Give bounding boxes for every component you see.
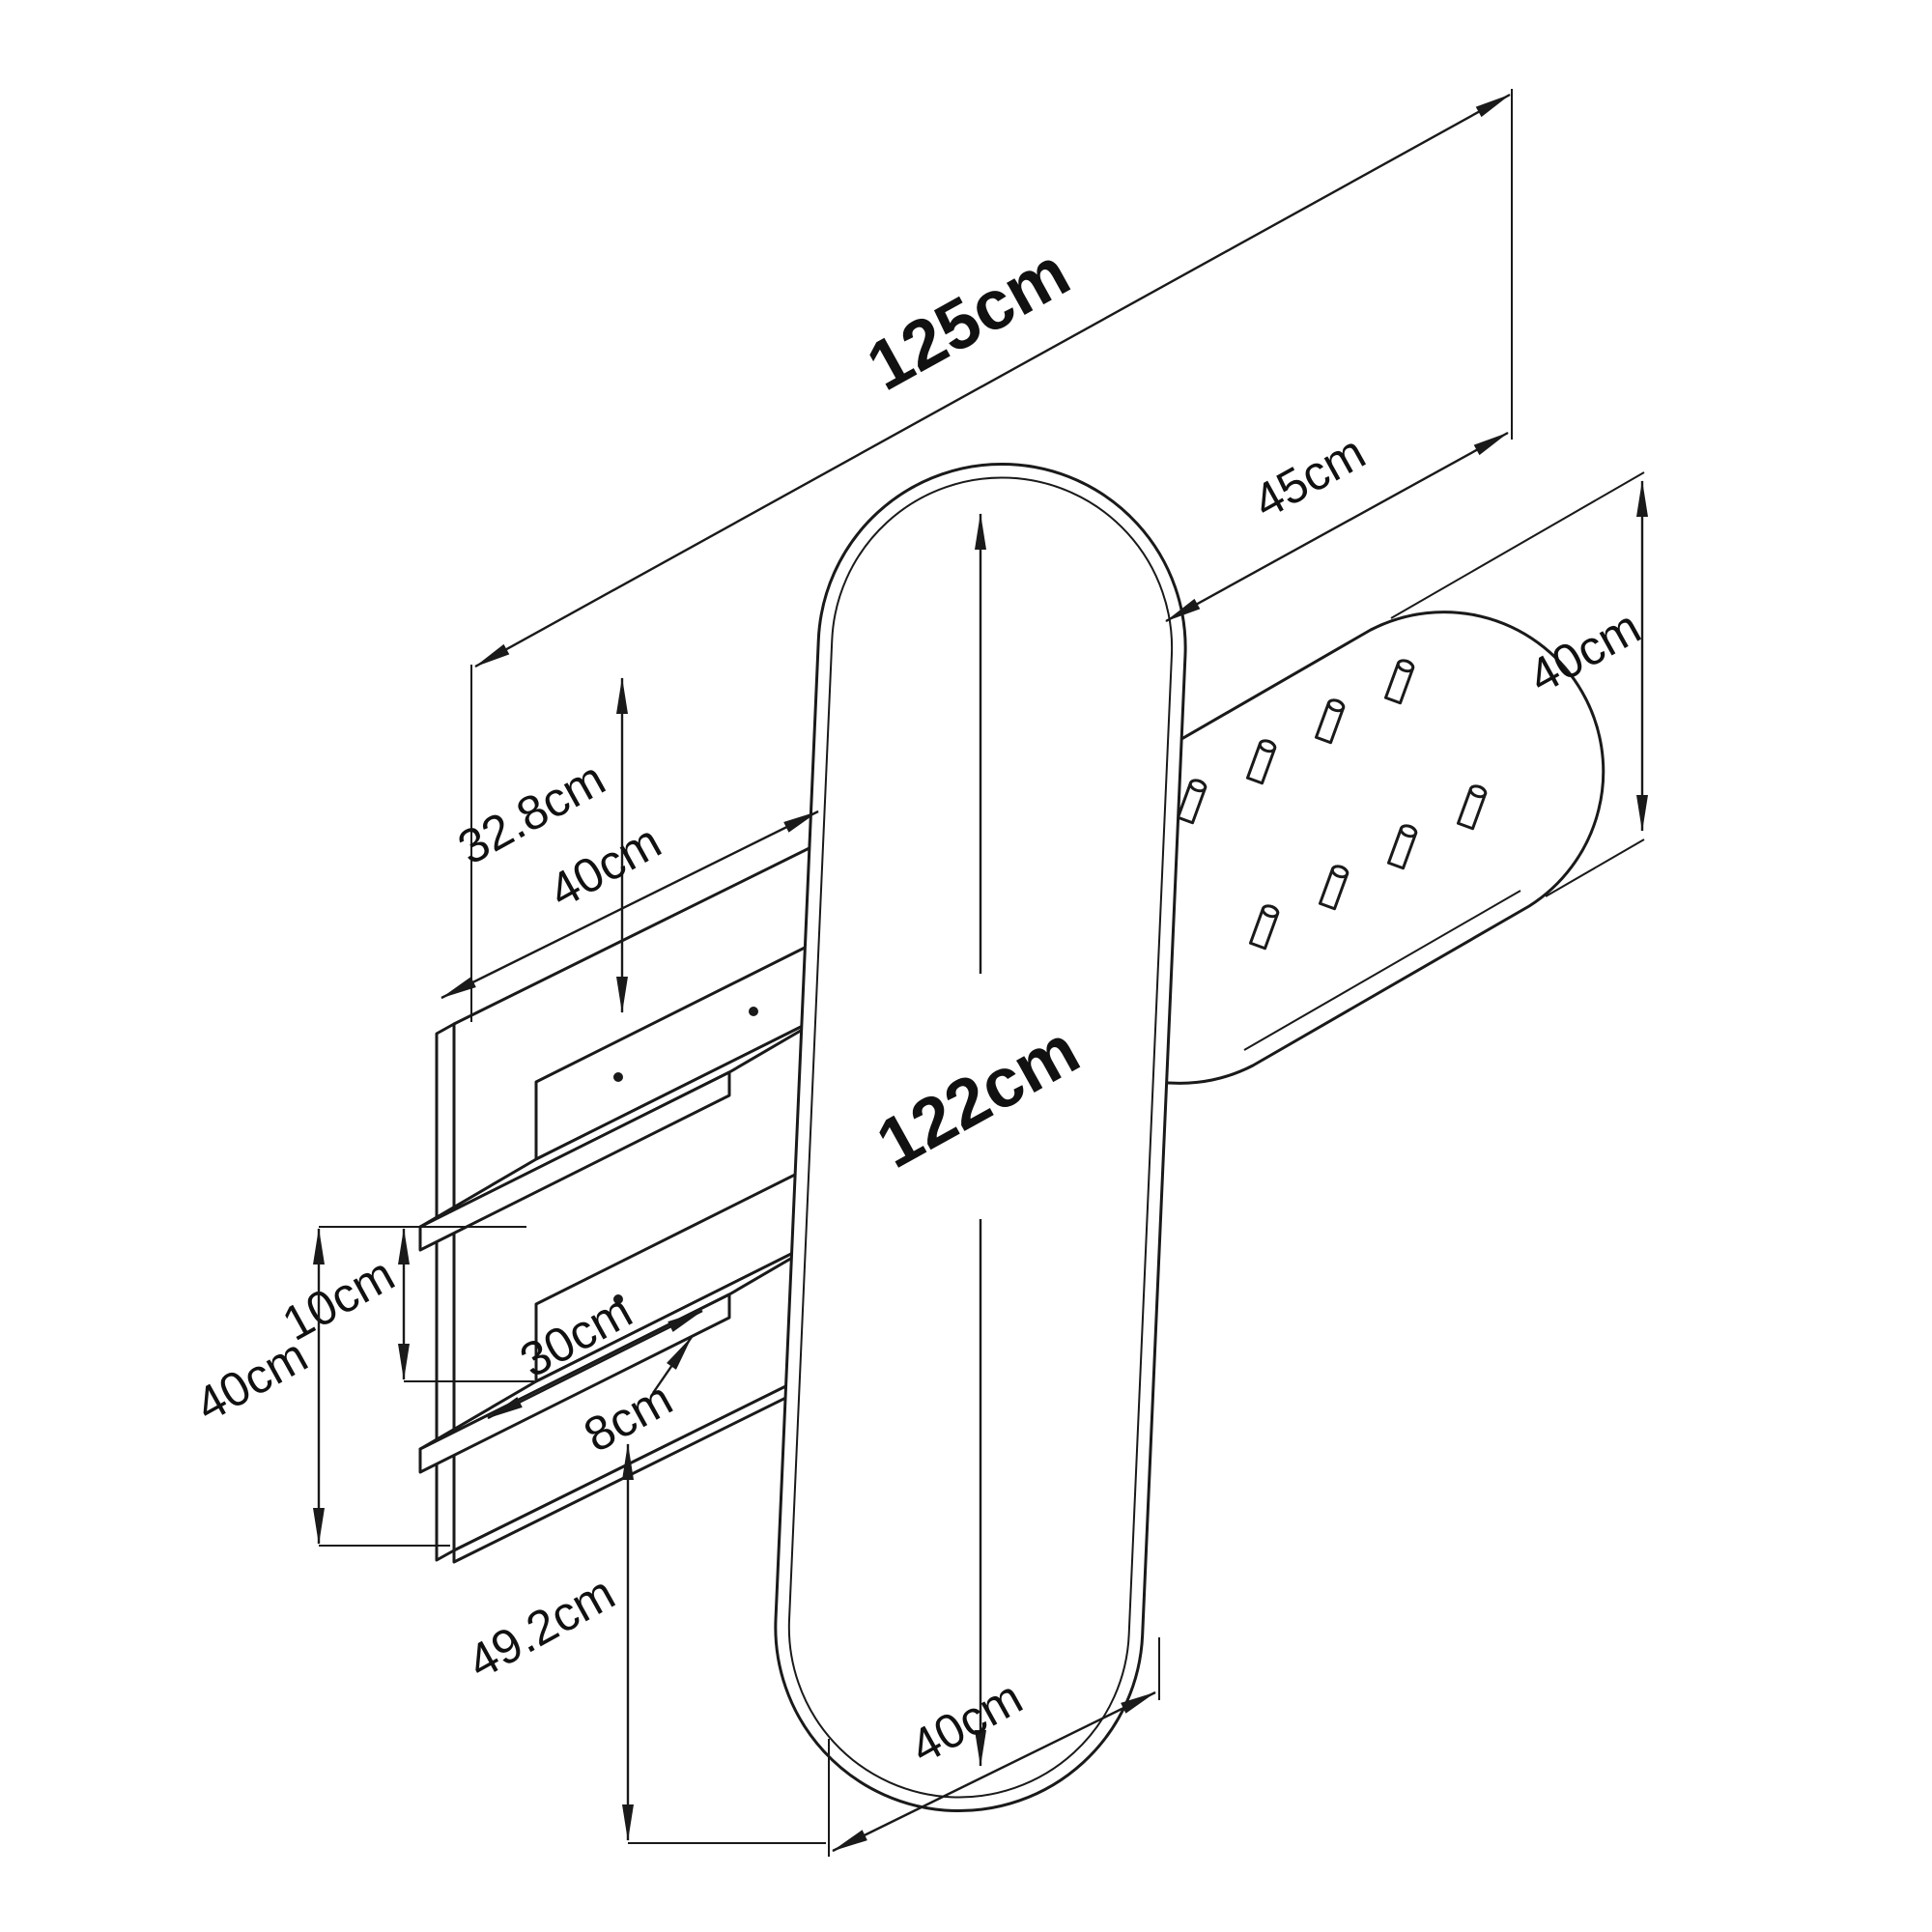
dim-line-hook-panel-width bbox=[1165, 431, 1509, 623]
hook-peg bbox=[1245, 739, 1277, 785]
screw-dot bbox=[613, 1294, 623, 1304]
extension-line bbox=[1545, 838, 1645, 897]
dim-label-hook-panel-width: 45cm bbox=[1244, 425, 1374, 529]
dim-label-back-panel-height: 40cm bbox=[186, 1328, 316, 1433]
dim-line-shelf-width bbox=[487, 1309, 703, 1420]
leader-line-shelf-depth bbox=[652, 1336, 693, 1394]
hook-panel-edge-line bbox=[1243, 890, 1521, 1051]
back-panel-group bbox=[418, 836, 847, 1564]
dim-line-back-panel-width bbox=[440, 810, 819, 1000]
hook-peg bbox=[1176, 779, 1208, 825]
screw-dot bbox=[749, 1007, 758, 1016]
hook-peg bbox=[1248, 904, 1280, 951]
hook-peg bbox=[1318, 865, 1350, 911]
dim-label-shelf-to-bottom: 49.2cm bbox=[459, 1565, 624, 1689]
hook-peg bbox=[1456, 784, 1488, 831]
dim-label-back-panel-width: 40cm bbox=[540, 814, 669, 919]
hook-peg bbox=[1314, 698, 1346, 745]
extension-line bbox=[1390, 471, 1645, 619]
hook-peg bbox=[1386, 824, 1418, 870]
dim-line-overall-width bbox=[474, 93, 1511, 668]
screw-dot bbox=[613, 1072, 623, 1082]
back-panel-left-edge bbox=[435, 1022, 456, 1562]
dim-label-hook-panel-height: 40cm bbox=[1520, 600, 1649, 704]
upper-shelf-front-lip bbox=[418, 1070, 731, 1252]
dim-label-overall-width: 125cm bbox=[855, 233, 1082, 406]
dim-line-mirror-width bbox=[832, 1690, 1156, 1853]
